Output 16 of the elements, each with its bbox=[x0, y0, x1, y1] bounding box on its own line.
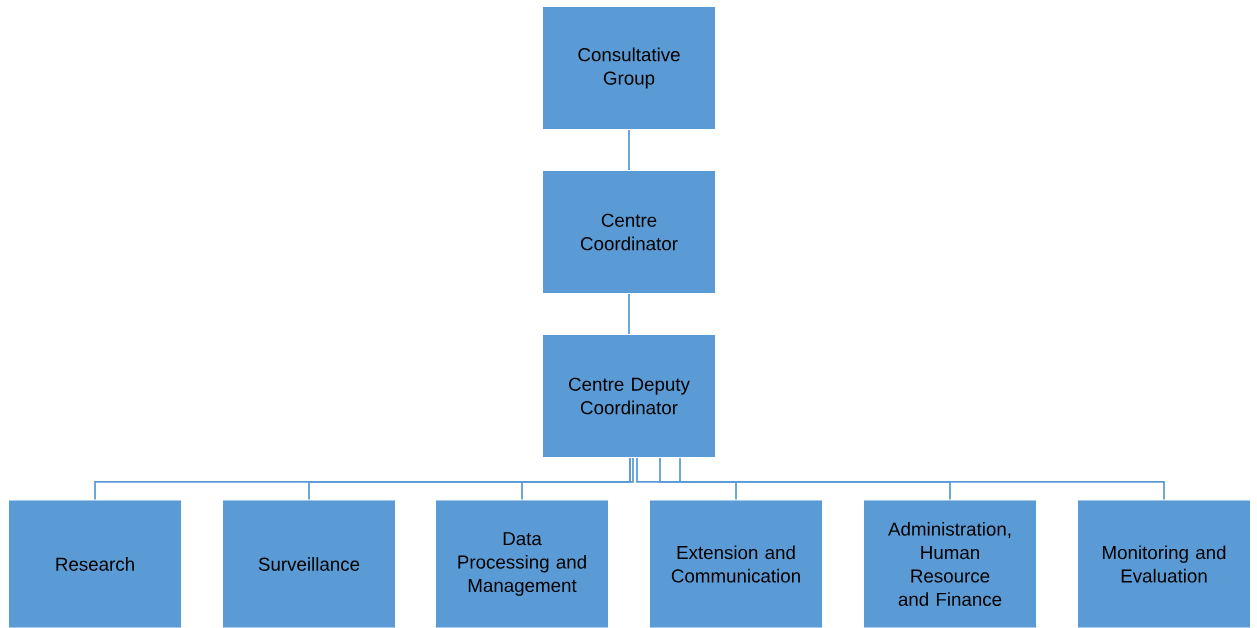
org-box: Extension and Communication bbox=[649, 499, 823, 628]
connector-line bbox=[308, 457, 631, 501]
connector-line bbox=[628, 129, 630, 171]
connector-line bbox=[636, 457, 737, 501]
org-box: Monitoring and Evaluation bbox=[1077, 499, 1251, 628]
org-box: Data Processing and Management bbox=[435, 499, 609, 628]
org-box: Centre Coordinator bbox=[542, 170, 716, 294]
org-box: Research bbox=[8, 499, 182, 628]
connector-line bbox=[679, 457, 1165, 501]
connector-line bbox=[628, 293, 630, 335]
connector-line bbox=[521, 457, 634, 501]
org-box: Centre Deputy Coordinator bbox=[542, 334, 716, 458]
org-box: Surveillance bbox=[222, 499, 396, 628]
org-box: Consultative Group bbox=[542, 6, 716, 130]
org-box: Administration, Human Resource and Finance bbox=[863, 499, 1037, 628]
connector-line bbox=[659, 457, 951, 501]
